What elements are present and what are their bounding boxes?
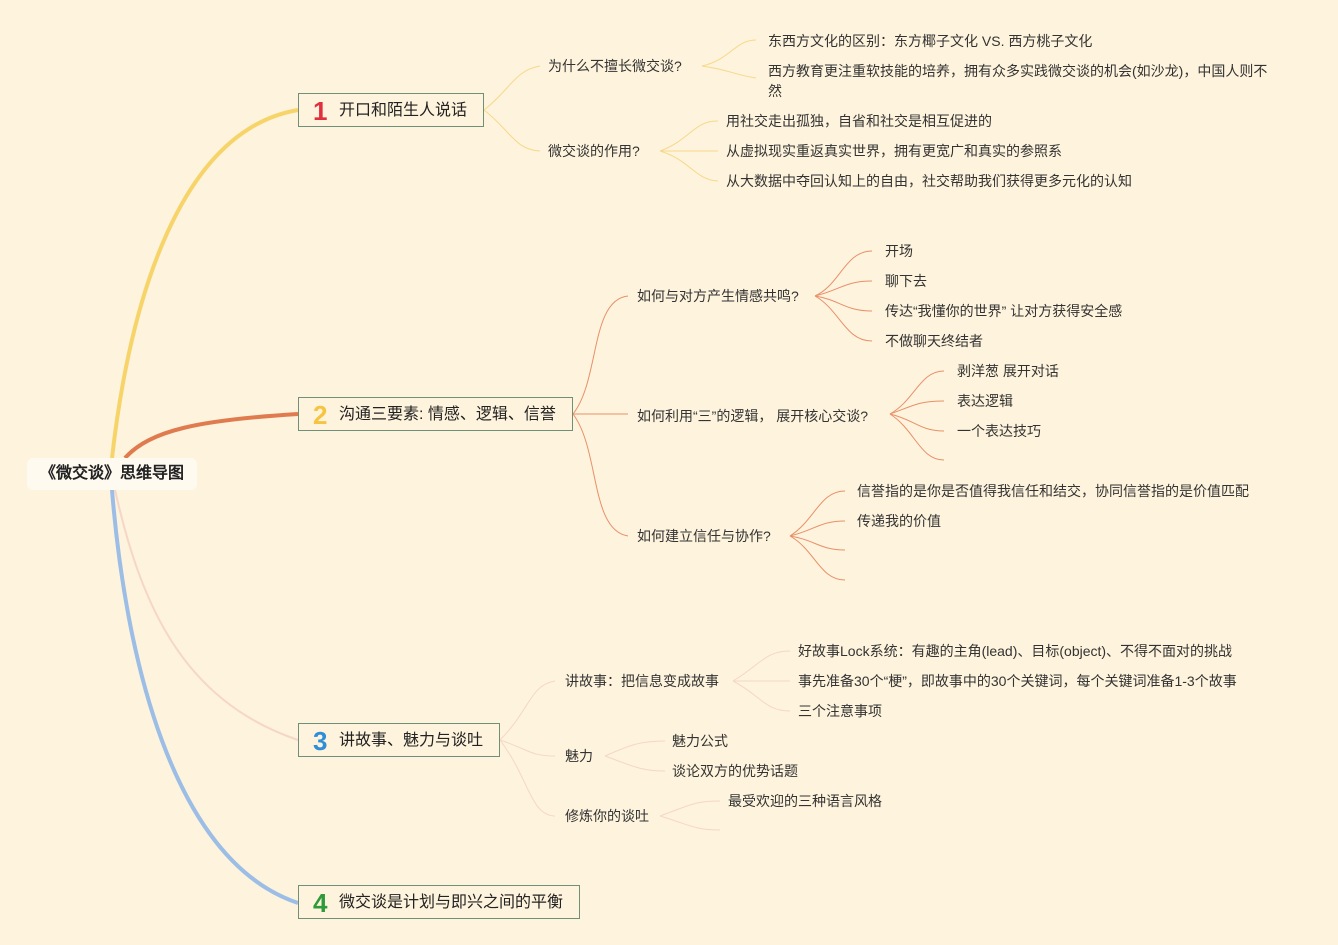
branch1-sub1-leaf2[interactable]: 西方教育更注重软技能的培养，拥有众多实践微交谈的机会(如沙龙)，中国人则不 <box>768 63 1268 79</box>
branch1-sub1-leaf1[interactable]: 东西方文化的区别：东方椰子文化 VS. 西方桃子文化 <box>768 33 1093 49</box>
branch3-sub3-leaf1[interactable]: 最受欢迎的三种语言风格 <box>728 793 882 809</box>
branch-2[interactable]: 2 沟通三要素: 情感、逻辑、信誉 <box>298 397 573 431</box>
branch2-sub1-leaf2[interactable]: 聊下去 <box>885 273 927 289</box>
branch2-sub1-leaf3[interactable]: 传达“我懂你的世界” 让对方获得安全感 <box>885 303 1123 319</box>
branch2-sub2-leaf1[interactable]: 剥洋葱 展开对话 <box>957 363 1059 379</box>
number-1-icon: 1 <box>313 96 328 126</box>
branch3-sub2[interactable]: 魅力 <box>565 748 593 764</box>
branch2-sub1-leaf4[interactable]: 不做聊天终结者 <box>885 333 983 349</box>
branch2-sub3-leaf2[interactable]: 传递我的价值 <box>857 513 941 529</box>
branch3-sub1-leaf3[interactable]: 三个注意事项 <box>798 703 882 719</box>
branch3-sub1-leaf2[interactable]: 事先准备30个“梗”，即故事中的30个关键词，每个关键词准备1-3个故事 <box>798 673 1237 689</box>
branch2-links <box>572 250 945 581</box>
branch-1[interactable]: 1 开口和陌生人说话 <box>298 93 484 127</box>
branch2-sub3-leaf1[interactable]: 信誉指的是你是否值得我信任和结交，协同信誉指的是价值匹配 <box>857 483 1249 499</box>
root-branch4-line <box>110 489 299 905</box>
branch1-sub2[interactable]: 微交谈的作用? <box>548 143 640 159</box>
branch-4-label: 微交谈是计划与即兴之间的平衡 <box>339 894 564 911</box>
branch3-sub3[interactable]: 修炼你的谈吐 <box>565 808 649 824</box>
branch-3[interactable]: 3 讲故事、魅力与谈吐 <box>298 723 500 757</box>
branch3-sub1[interactable]: 讲故事：把信息变成故事 <box>565 673 719 689</box>
branch-4[interactable]: 4 微交谈是计划与即兴之间的平衡 <box>298 885 580 919</box>
branch-3-label: 讲故事、魅力与谈吐 <box>339 732 484 749</box>
number-4-icon: 4 <box>313 888 328 918</box>
branch1-links <box>483 39 757 182</box>
branch2-sub1-leaf1[interactable]: 开场 <box>885 243 913 259</box>
branch1-sub1[interactable]: 为什么不擅长微交谈? <box>548 58 682 74</box>
number-2-icon: 2 <box>313 400 328 430</box>
branch3-sub2-leaf2[interactable]: 谈论双方的优势话题 <box>672 763 798 779</box>
branch2-sub2-leaf2[interactable]: 表达逻辑 <box>957 393 1013 409</box>
root-branch3-line <box>114 489 299 741</box>
branch3-sub1-leaf1[interactable]: 好故事Lock系统：有趣的主角(lead)、目标(object)、不得不面对的挑… <box>798 643 1233 659</box>
branch1-sub2-leaf1[interactable]: 用社交走出孤独，自省和社交是相互促进的 <box>726 113 992 129</box>
branch1-sub1-leaf2-cont: 然 <box>768 83 782 99</box>
branch3-links <box>499 650 791 831</box>
branch1-sub2-leaf3[interactable]: 从大数据中夺回认知上的自由，社交帮助我们获得更多元化的认知 <box>726 173 1132 189</box>
root-branch1-line <box>110 108 299 459</box>
root-title[interactable]: 《微交谈》思维导图 <box>27 458 197 490</box>
root-branch2-line <box>123 412 299 460</box>
branch2-sub2[interactable]: 如何利用“三”的逻辑， 展开核心交谈? <box>637 408 868 424</box>
branch1-sub2-leaf2[interactable]: 从虚拟现实重返真实世界，拥有更宽广和真实的参照系 <box>726 143 1062 159</box>
number-3-icon: 3 <box>313 726 328 756</box>
branch-1-label: 开口和陌生人说话 <box>339 102 468 119</box>
branch2-sub2-leaf3[interactable]: 一个表达技巧 <box>957 423 1041 439</box>
branch2-sub3[interactable]: 如何建立信任与协作? <box>637 528 771 544</box>
branch3-sub2-leaf1[interactable]: 魅力公式 <box>672 733 728 749</box>
branch2-sub1[interactable]: 如何与对方产生情感共鸣? <box>637 288 799 304</box>
branch-2-label: 沟通三要素: 情感、逻辑、信誉 <box>339 406 556 423</box>
